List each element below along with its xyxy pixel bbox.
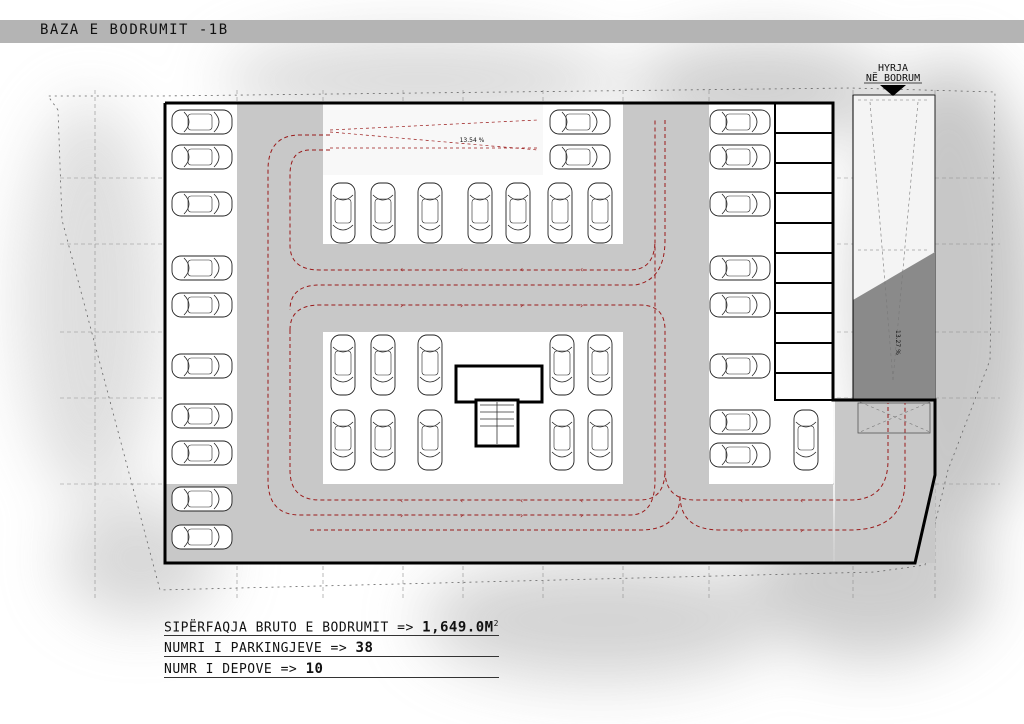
gross-area-value: 1,649.0M: [422, 619, 494, 636]
svg-text:‹: ‹: [460, 496, 463, 505]
page-title: BAZA E BODRUMIT -1B: [40, 22, 229, 38]
svg-text:‹: ‹: [580, 265, 583, 274]
parking-count-value: 38: [355, 640, 374, 657]
svg-text:›: ›: [800, 526, 803, 535]
svg-text:›: ›: [460, 511, 463, 520]
storage-count-line: NUMR I DEPOVE => 10: [164, 659, 499, 680]
entrance-label-line1: HYRJA: [878, 63, 908, 74]
svg-text:‹: ‹: [400, 496, 403, 505]
parking-count-label: NUMRI I PARKINGJEVE =>: [164, 641, 356, 657]
svg-text:‹: ‹: [800, 496, 803, 505]
stair-core: [454, 364, 544, 448]
svg-text:‹: ‹: [400, 265, 403, 274]
ramp-slope-label-1: 13.54 %: [460, 137, 485, 144]
svg-text:›: ›: [520, 511, 523, 520]
ramp-dashes: [858, 99, 931, 433]
ramp-entry-zone: [857, 402, 931, 434]
statistics-panel: SIPËRFAQJA BRUTO E BODRUMIT => 1,649.0M2…: [164, 614, 499, 680]
traffic-route: [267, 120, 906, 531]
svg-text:›: ›: [400, 301, 403, 310]
route-arrows: ‹ ‹ ‹ ‹ › › › › ‹ ‹ ‹ ‹ › › › › ‹ ‹ › ›: [400, 265, 803, 535]
gross-area-label: SIPËRFAQJA BRUTO E BODRUMIT =>: [164, 620, 423, 636]
svg-text:›: ›: [580, 511, 583, 520]
svg-text:›: ›: [400, 511, 403, 520]
svg-text:‹: ‹: [580, 496, 583, 505]
svg-text:›: ›: [580, 301, 583, 310]
ramp-slope: [853, 252, 935, 400]
svg-text:‹: ‹: [460, 265, 463, 274]
storage-count-label: NUMR I DEPOVE =>: [164, 662, 306, 678]
entrance-arrow-icon: [880, 85, 906, 96]
site-boundary: [47, 87, 996, 591]
svg-text:›: ›: [460, 301, 463, 310]
entrance-label-line2: NË BODRUM: [866, 71, 920, 84]
parking-count-line: NUMRI I PARKINGJEVE => 38: [164, 638, 499, 659]
ramp-slope-label-2: 13.27 %: [894, 330, 901, 355]
storage-count-value: 10: [305, 661, 324, 678]
svg-text:‹: ‹: [520, 265, 523, 274]
upper-ramp-lines: [329, 119, 539, 151]
gross-area-unit: 2: [493, 619, 499, 628]
svg-text:›: ›: [740, 526, 743, 535]
svg-text:‹: ‹: [520, 496, 523, 505]
svg-text:›: ›: [520, 301, 523, 310]
driveway: [165, 103, 935, 563]
svg-text:‹: ‹: [740, 496, 743, 505]
upper-ramp-area: [323, 103, 543, 175]
title-bar: BAZA E BODRUMIT -1B: [0, 20, 1024, 43]
outer-walls: [163, 95, 937, 565]
gross-area-line: SIPËRFAQJA BRUTO E BODRUMIT => 1,649.0M2: [164, 614, 499, 638]
